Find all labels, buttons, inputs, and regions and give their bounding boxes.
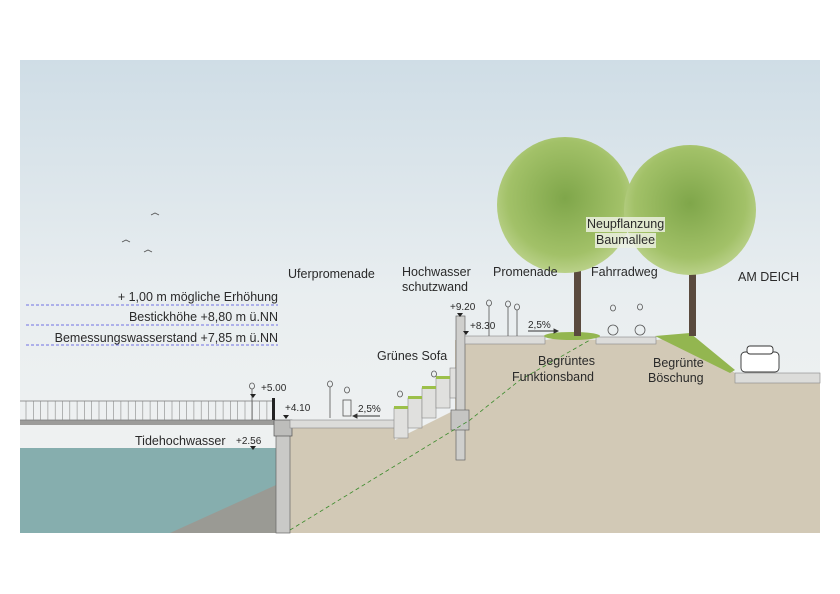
elevation-markers [250, 313, 469, 450]
elevation-tide: +2.56 [236, 436, 262, 447]
water-level-lines [26, 304, 278, 346]
level-bestickhoehe: Bestickhöhe +8,80 m ü.NN [128, 310, 278, 324]
pier-railing [20, 400, 272, 421]
elevation-lower-promenade: +4.10 [285, 403, 311, 414]
planting [544, 332, 735, 373]
upper-promenade [464, 335, 546, 345]
label-promenade: Promenade [493, 265, 558, 279]
slope-arrows [351, 328, 560, 419]
seepage-line [289, 339, 591, 531]
level-bemessungswasserstand: Bemessungswasserstand +7,85 m ü.NN [54, 331, 278, 345]
ground [290, 338, 820, 533]
label-neupflanzung: Neupflanzung [586, 217, 666, 232]
label-boeschung: Böschung [648, 371, 704, 385]
tree-right [624, 145, 756, 336]
label-fahrradweg: Fahrradweg [591, 265, 658, 279]
elevation-wall-top: +9.20 [450, 302, 476, 313]
people-figures [249, 299, 646, 420]
flood-wall-foundation [450, 409, 470, 431]
label-gruenes-sofa: Grünes Sofa [377, 349, 448, 363]
quay-cap [273, 419, 293, 437]
label-schutzwand: schutzwand [402, 280, 469, 294]
label-begruente: Begrünte [653, 356, 704, 370]
slope-lower: 2,5% [358, 404, 381, 415]
road [734, 372, 821, 384]
label-am-deich: AM DEICH [738, 270, 800, 284]
label-baumallee: Baumallee [595, 233, 657, 248]
quay-wall [275, 420, 291, 534]
bike-path [595, 336, 657, 345]
elevation-pier-rail: +5.00 [261, 383, 287, 394]
pier-deck [20, 420, 276, 425]
elevation-upper-promenade: +8.30 [470, 321, 496, 332]
lower-promenade [289, 419, 396, 429]
birds [121, 212, 160, 253]
railing-post [272, 398, 275, 420]
car-icon [740, 345, 780, 373]
level-erhoehung: + 1,00 m mögliche Erhöhung [117, 290, 278, 304]
label-begruentes: Begrüntes [538, 354, 595, 368]
label-tidehochwasser: Tidehochwasser [135, 434, 226, 448]
slope-upper: 2,5% [528, 320, 551, 331]
label-funktionsband: Funktionsband [512, 370, 595, 384]
riverbed-stones [170, 485, 276, 533]
sofa-grass [394, 376, 450, 409]
flood-wall [455, 315, 466, 461]
label-hochwasser: Hochwasser [402, 265, 471, 279]
label-uferpromenade: Uferpromenade [288, 267, 375, 281]
green-sofa-steps [393, 367, 457, 439]
